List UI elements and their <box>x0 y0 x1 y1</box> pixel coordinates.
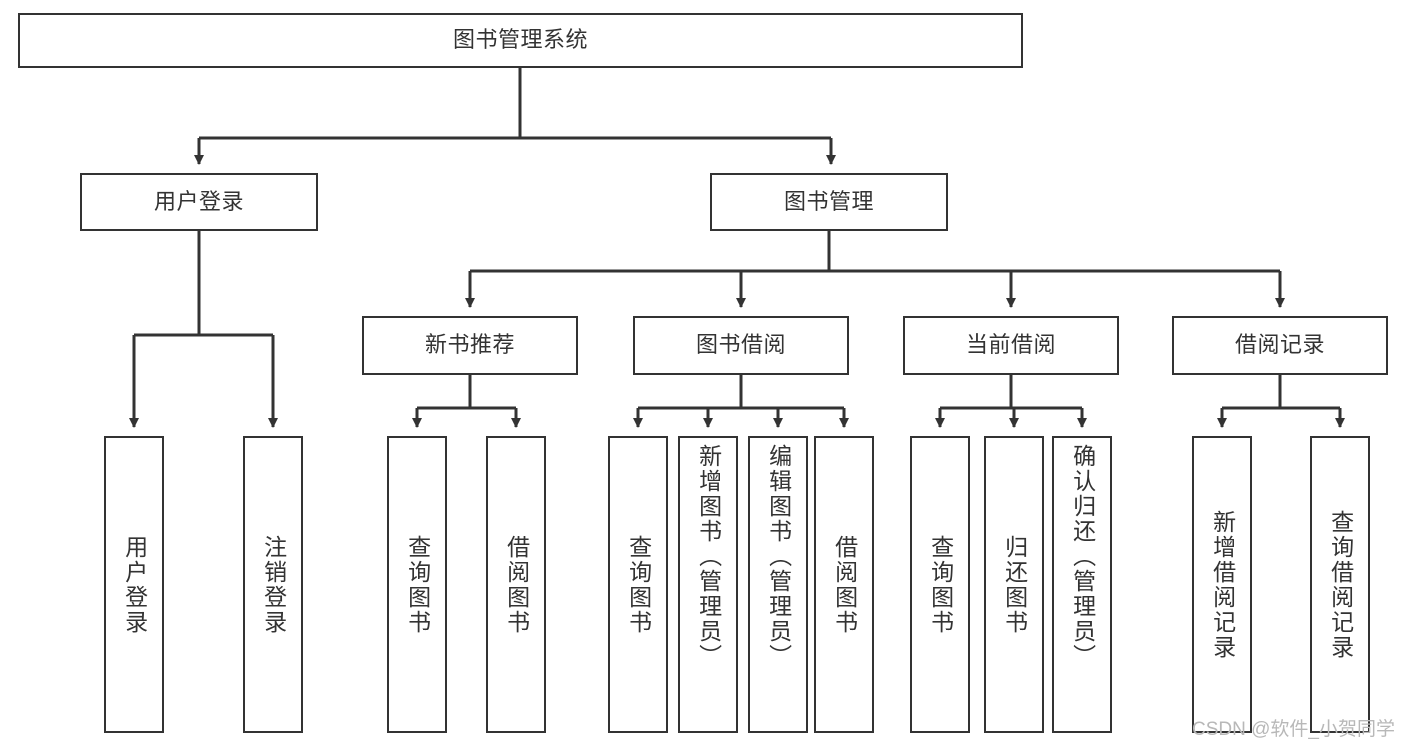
node-borrow-record[interactable]: 借阅记录 <box>1172 316 1388 375</box>
node-borrow-record-label: 借阅记录 <box>1234 332 1325 358</box>
node-root-label: 图书管理系统 <box>452 27 588 53</box>
node-book-borrow[interactable]: 图书借阅 <box>633 316 849 375</box>
node-leaf-query-borrow-record-label: 查询借阅记录 <box>1327 509 1354 660</box>
node-leaf-query-book-3-label: 查询图书 <box>927 534 954 635</box>
node-new-book-recommend-label: 新书推荐 <box>424 332 515 358</box>
node-leaf-add-book-admin[interactable]: 新增图书（管理员） <box>678 436 738 733</box>
node-leaf-query-book-3[interactable]: 查询图书 <box>910 436 970 733</box>
node-leaf-borrow-book-2-label: 借阅图书 <box>831 534 858 635</box>
node-leaf-user-login-label: 用户登录 <box>121 534 148 635</box>
node-new-book-recommend[interactable]: 新书推荐 <box>362 316 578 375</box>
node-book-manage-label: 图书管理 <box>783 188 874 214</box>
node-leaf-confirm-return-admin-label: 确认归还（管理员） <box>1069 444 1096 669</box>
node-leaf-edit-book-admin-label: 编辑图书（管理员） <box>765 444 792 669</box>
node-book-manage[interactable]: 图书管理 <box>710 173 948 231</box>
node-leaf-borrow-book-1[interactable]: 借阅图书 <box>486 436 546 733</box>
node-leaf-confirm-return-admin[interactable]: 确认归还（管理员） <box>1052 436 1112 733</box>
node-leaf-return-book[interactable]: 归还图书 <box>984 436 1044 733</box>
node-leaf-add-borrow-record-label: 新增借阅记录 <box>1209 509 1236 660</box>
node-leaf-add-book-admin-label: 新增图书（管理员） <box>695 444 722 669</box>
node-user-login-label: 用户登录 <box>153 188 244 214</box>
node-leaf-query-book-1-label: 查询图书 <box>404 534 431 635</box>
node-root[interactable]: 图书管理系统 <box>18 13 1023 68</box>
node-user-login[interactable]: 用户登录 <box>80 173 318 231</box>
node-leaf-query-book-1[interactable]: 查询图书 <box>387 436 447 733</box>
node-leaf-borrow-book-1-label: 借阅图书 <box>503 534 530 635</box>
node-leaf-logout-label: 注销登录 <box>260 534 287 635</box>
node-current-borrow[interactable]: 当前借阅 <box>903 316 1119 375</box>
node-leaf-logout[interactable]: 注销登录 <box>243 436 303 733</box>
node-leaf-query-book-2[interactable]: 查询图书 <box>608 436 668 733</box>
node-leaf-query-book-2-label: 查询图书 <box>625 534 652 635</box>
node-book-borrow-label: 图书借阅 <box>695 332 786 358</box>
node-leaf-return-book-label: 归还图书 <box>1001 534 1028 635</box>
node-leaf-query-borrow-record[interactable]: 查询借阅记录 <box>1310 436 1370 733</box>
node-current-borrow-label: 当前借阅 <box>965 332 1056 358</box>
node-leaf-add-borrow-record[interactable]: 新增借阅记录 <box>1192 436 1252 733</box>
node-leaf-user-login[interactable]: 用户登录 <box>104 436 164 733</box>
node-leaf-edit-book-admin[interactable]: 编辑图书（管理员） <box>748 436 808 733</box>
node-leaf-borrow-book-2[interactable]: 借阅图书 <box>814 436 874 733</box>
